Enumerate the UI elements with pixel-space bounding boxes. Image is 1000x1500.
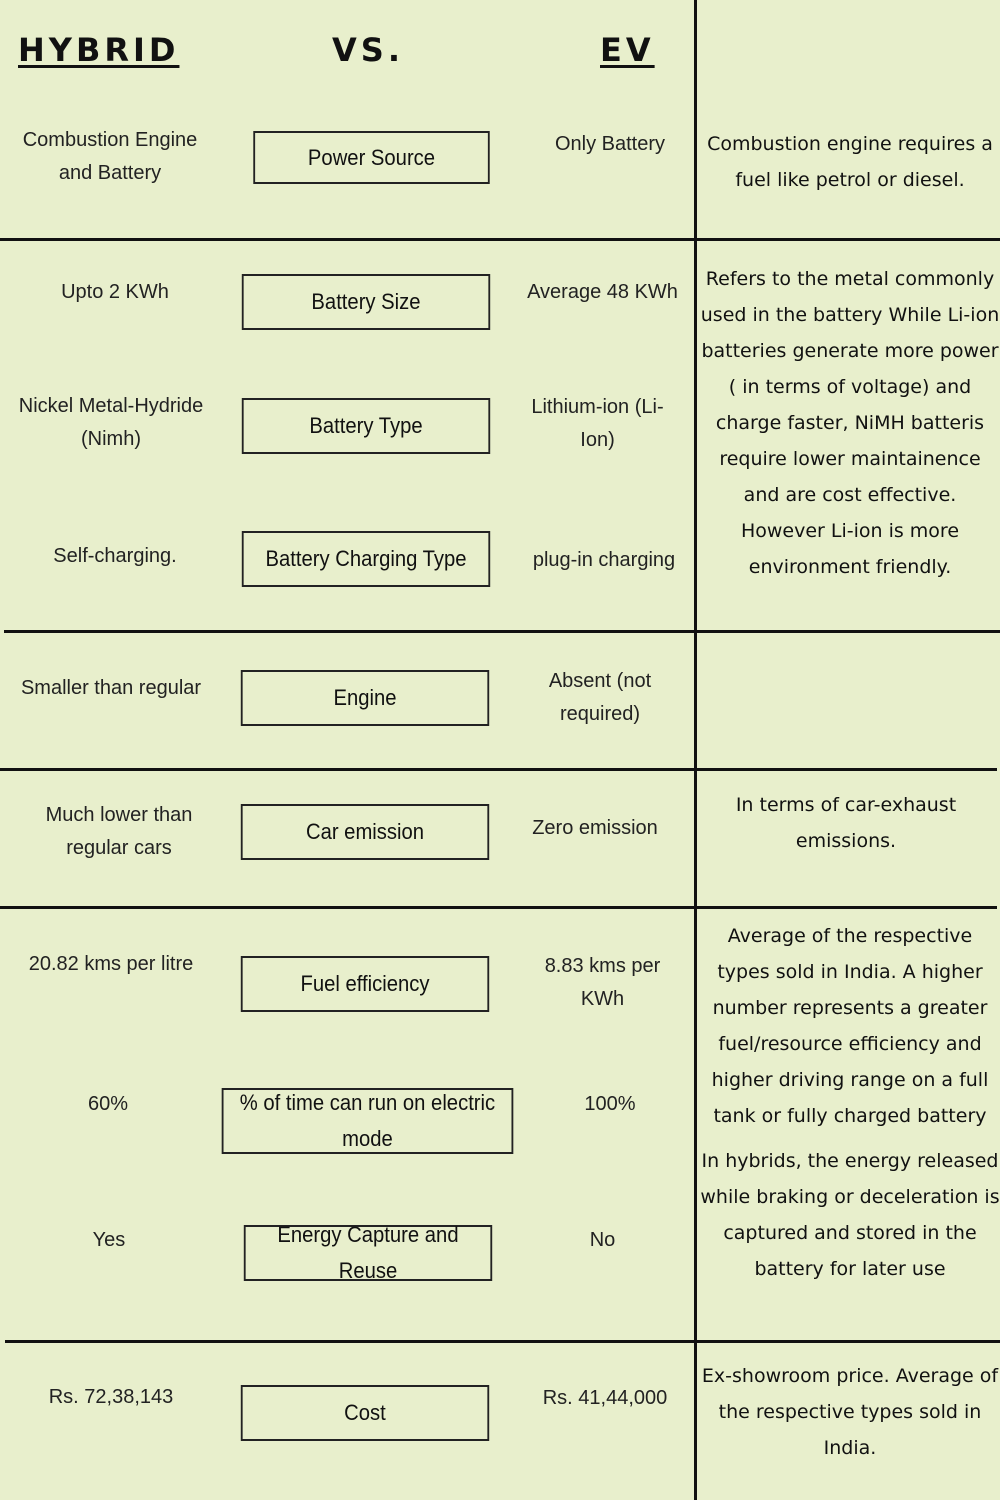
- hybrid-engine: Smaller than regular: [20, 677, 202, 699]
- note-efficiency: Average of the respective types sold in …: [711, 925, 989, 1127]
- note-price: Ex-showroom price. Average of the respec…: [701, 1365, 999, 1459]
- hybrid-cost: Rs. 72,38,143: [48, 1386, 174, 1408]
- car-emission-label: Car emission: [240, 804, 490, 860]
- ev-power-source: Only Battery: [554, 133, 666, 155]
- note-battery: Refers to the metal commonly used in the…: [700, 268, 1000, 578]
- ev-heading: EV: [600, 31, 655, 69]
- note-fuel: Combustion engine requires a fuel like p…: [707, 133, 993, 191]
- ev-battery-size: Average 48 KWh: [527, 281, 678, 303]
- hybrid-battery-size: Upto 2 KWh: [61, 281, 169, 303]
- ev-engine: Absent (not required): [548, 670, 652, 725]
- hybrid-electric-mode: 60%: [87, 1093, 129, 1115]
- ev-charging-type: plug-in charging: [532, 549, 676, 571]
- row-divider: [5, 1340, 1000, 1343]
- ev-emission: Zero emission: [532, 817, 658, 839]
- hybrid-energy-capture: Yes: [92, 1229, 126, 1251]
- note-emission: In terms of car-exhaust emissions.: [735, 794, 957, 852]
- ev-energy-capture: No: [589, 1229, 616, 1251]
- row-divider: [4, 630, 1000, 633]
- fuel-efficiency-label: Fuel efficiency: [240, 956, 490, 1012]
- hybrid-charging-type: Self-charging.: [53, 545, 177, 567]
- row-divider: [0, 768, 997, 771]
- electric-mode-label: % of time can run on electric mode: [221, 1088, 514, 1154]
- hybrid-fuel-efficiency: 20.82 kms per litre: [28, 953, 194, 975]
- ev-fuel-efficiency: 8.83 kms per KWh: [544, 955, 661, 1010]
- note-regen: In hybrids, the energy released while br…: [700, 1150, 1000, 1280]
- hybrid-emission: Much lower than regular cars: [45, 804, 193, 859]
- hybrid-power-source: Combustion Engine and Battery: [22, 129, 198, 184]
- charging-type-label: Battery Charging Type: [241, 531, 491, 587]
- battery-type-label: Battery Type: [241, 398, 491, 454]
- row-divider: [0, 238, 1000, 241]
- engine-label: Engine: [240, 670, 490, 726]
- battery-size-label: Battery Size: [241, 274, 491, 330]
- row-divider: [0, 906, 997, 909]
- energy-capture-label: Energy Capture and Reuse: [243, 1222, 493, 1283]
- ev-electric-mode: 100%: [584, 1093, 636, 1115]
- vs-heading: VS.: [332, 31, 404, 69]
- hybrid-battery-type: Nickel Metal-Hydride (Nimh): [18, 395, 204, 450]
- column-divider: [694, 0, 697, 1500]
- power-source-label: Power Source: [253, 131, 490, 184]
- ev-cost: Rs. 41,44,000: [542, 1387, 668, 1409]
- hybrid-heading: HYBRID: [18, 31, 180, 69]
- cost-label: Cost: [240, 1385, 490, 1441]
- ev-battery-type: Lithium-ion (Li-Ion): [531, 396, 664, 451]
